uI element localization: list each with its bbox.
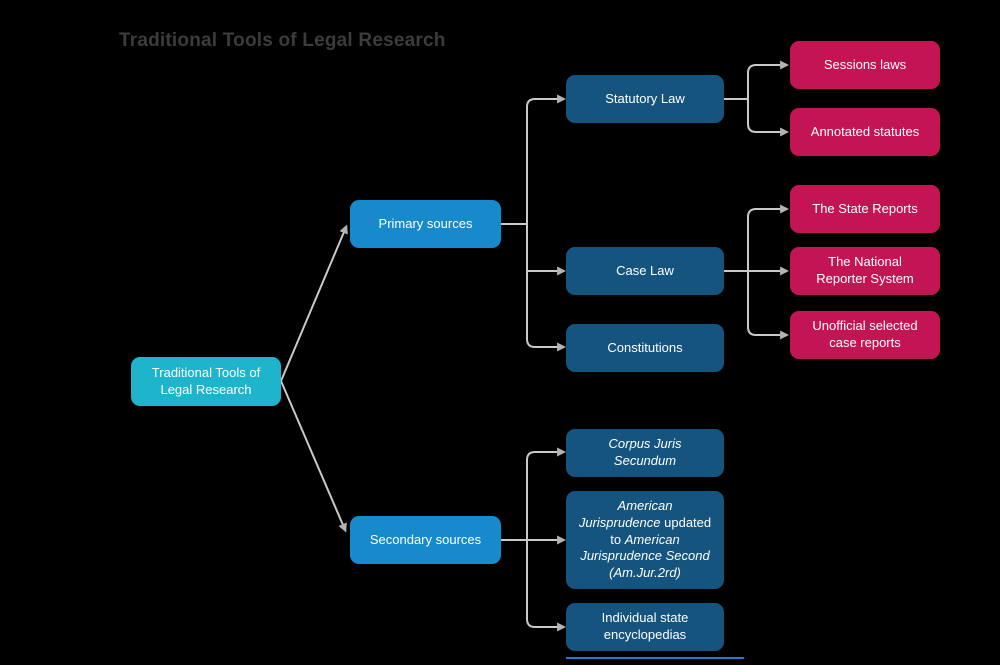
connector-root-to-primary xyxy=(280,224,348,382)
node-constitutions[interactable]: Constitutions xyxy=(566,324,724,372)
connector-root-to-secondary xyxy=(280,380,347,533)
node-constitutions-label: Constitutions xyxy=(607,339,683,355)
node-sessions-laws[interactable]: Sessions laws xyxy=(790,41,940,89)
diagram-title: Traditional Tools of Legal Research xyxy=(119,30,446,51)
connector-caselaw-to-unofficial xyxy=(747,271,790,340)
connector-primary-to-constitutions xyxy=(526,224,567,352)
node-unofficial-case-reports[interactable]: Unofficial selected case reports xyxy=(790,311,940,359)
node-unofficial-case-reports-label: Unofficial selected case reports xyxy=(812,318,918,350)
node-sessions-laws-label: Sessions laws xyxy=(823,56,907,72)
node-state-reports[interactable]: The State Reports xyxy=(790,185,940,233)
node-case-law[interactable]: Case Law xyxy=(566,247,724,295)
node-american-jurisprudence[interactable]: American Jurisprudence updated to Americ… xyxy=(566,491,724,589)
node-root[interactable]: Traditional Tools of Legal Research xyxy=(131,357,281,406)
node-secondary-sources[interactable]: Secondary sources xyxy=(350,516,501,564)
selection-underline xyxy=(566,657,744,659)
node-root-label: Traditional Tools of Legal Research xyxy=(151,364,261,397)
connector-primary-to-statutory xyxy=(526,94,567,224)
connector-secondary-to-corpus xyxy=(526,447,567,540)
node-national-reporter-label: The National Reporter System xyxy=(816,254,914,286)
node-individual-state-encyclopedias-label: Individual state encyclopedias xyxy=(601,610,689,642)
node-american-jurisprudence-label: American Jurisprudence updated to Americ… xyxy=(578,498,712,580)
node-secondary-sources-label: Secondary sources xyxy=(369,531,482,547)
connector-statutory-to-sessions xyxy=(747,60,790,99)
node-national-reporter[interactable]: The National Reporter System xyxy=(790,247,940,295)
node-annotated-statutes-label: Annotated statutes xyxy=(810,123,920,139)
connector-secondary-to-individual xyxy=(526,540,567,632)
node-corpus-juris-secundum[interactable]: Corpus Juris Secundum xyxy=(566,429,724,477)
connector-caselaw-to-statereports xyxy=(747,204,790,271)
node-primary-sources-label: Primary sources xyxy=(378,215,473,231)
node-case-law-label: Case Law xyxy=(616,262,674,278)
node-statutory-law-label: Statutory Law xyxy=(605,90,685,106)
node-individual-state-encyclopedias[interactable]: Individual state encyclopedias xyxy=(566,603,724,651)
node-statutory-law[interactable]: Statutory Law xyxy=(566,75,724,123)
node-state-reports-label: The State Reports xyxy=(812,200,918,216)
node-primary-sources[interactable]: Primary sources xyxy=(350,200,501,248)
connector-statutory-to-annotated xyxy=(747,99,790,137)
node-corpus-juris-secundum-label: Corpus Juris Secundum xyxy=(608,436,682,468)
node-annotated-statutes[interactable]: Annotated statutes xyxy=(790,108,940,156)
